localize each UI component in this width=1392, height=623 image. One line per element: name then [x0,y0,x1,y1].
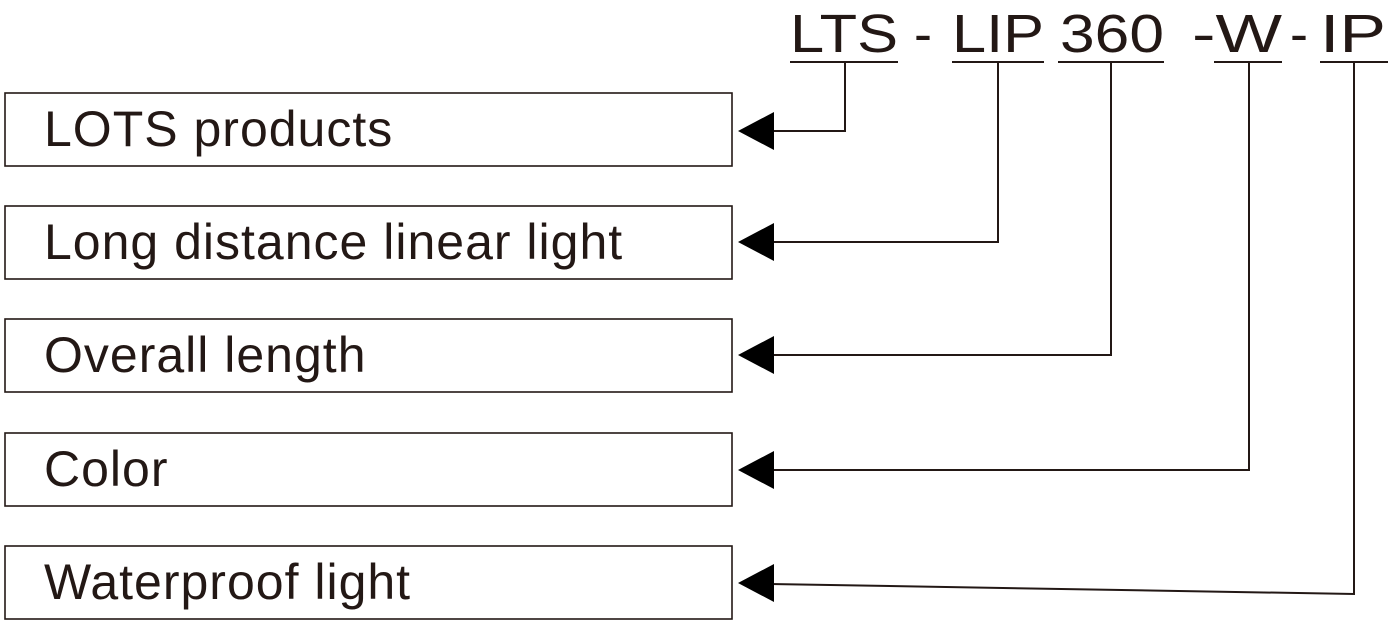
label-boxes: LOTS products Long distance linear light… [4,92,733,620]
code-segment-color: -W [1192,4,1282,64]
code-segment-lts: LTS [790,4,898,64]
connectors [769,62,1355,596]
arrowhead-icon [738,564,774,602]
connector-lts [770,62,846,132]
arrowhead-icon [738,112,774,150]
product-code: LTS - LIP 360 -W - IP [790,4,1388,64]
label-box-waterproof [4,545,733,620]
code-segment-ip: IP [1320,4,1386,64]
label-box-lots-products [4,92,733,167]
code-separator: - [914,4,932,64]
connector-lip [770,62,999,243]
connector-ip [769,62,1355,596]
code-segment-lip: LIP [952,4,1044,64]
label-lots-products: LOTS products [44,101,393,157]
label-box-overall-length [4,318,733,393]
label-waterproof: Waterproof light [44,554,411,610]
label-color: Color [44,441,168,497]
code-separator: - [1290,4,1308,64]
arrowheads [738,112,774,602]
label-long-distance: Long distance linear light [44,214,623,270]
connector-color [770,62,1250,471]
arrowhead-icon [738,336,774,374]
arrowhead-icon [738,223,774,261]
connector-length [770,62,1112,356]
label-box-long-distance [4,205,733,280]
arrowhead-icon [738,451,774,489]
code-segment-length: 360 [1060,4,1164,64]
label-box-color [4,432,733,507]
label-overall-length: Overall length [44,327,367,383]
